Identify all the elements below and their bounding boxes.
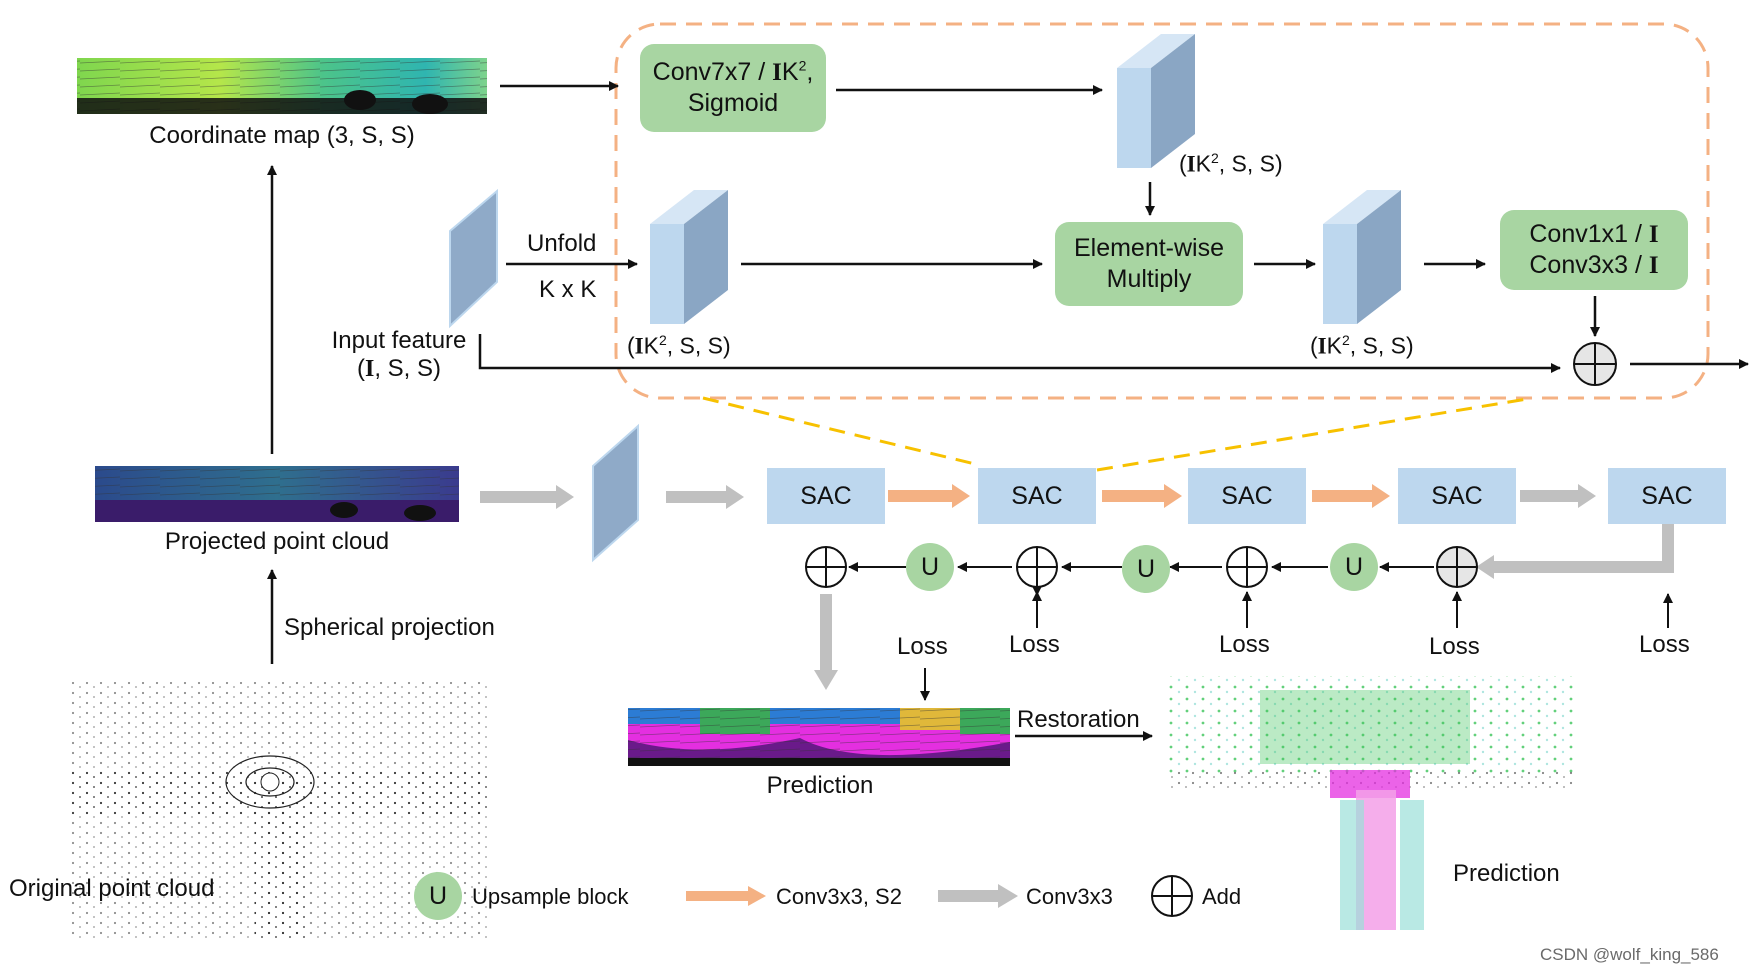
coordinate-map-label: Coordinate map (3, S, S)	[149, 122, 415, 149]
loss-label-3: Loss	[1219, 631, 1270, 658]
sac-block-1: SAC	[767, 468, 885, 524]
attention-dims-label: (IK2, S, S)	[1179, 150, 1283, 177]
sac-block-3: SAC	[1188, 468, 1306, 524]
decoder-add-1	[805, 546, 847, 588]
unfolded-dims-label: (IK2, S, S)	[627, 332, 731, 359]
conv7-channel-symbol: I	[772, 58, 782, 86]
unfolded-feature-block	[650, 190, 728, 324]
legend-gray-label: Conv3x3	[1026, 884, 1113, 909]
conv3x3-line: Conv3x3 / I	[1529, 251, 1659, 279]
prediction-point-cloud-image	[1168, 676, 1576, 930]
prediction-cloud-label: Prediction	[1453, 860, 1560, 887]
conv7-comma: ,	[806, 57, 814, 86]
upsample-block-2: U	[1122, 545, 1170, 593]
input-feature-text: Input feature	[331, 327, 467, 354]
watermark: CSDN @wolf_king_586	[1540, 945, 1719, 964]
prediction-strip-label: Prediction	[766, 772, 874, 799]
upsample-block-3: U	[1330, 543, 1378, 591]
decoder-add-3	[1226, 546, 1268, 588]
input-feature-label: Input feature (I, S, S)	[314, 327, 484, 383]
legend-add-label: Add	[1202, 884, 1242, 909]
dashed-link-right	[1096, 396, 1534, 472]
loss-label-2: Loss	[1009, 631, 1060, 658]
pipeline-feature-block	[592, 423, 639, 563]
prediction-strip-image	[628, 708, 1010, 766]
conv7x7-sigmoid-box: Conv7x7 / IK2, Sigmoid	[640, 44, 826, 132]
elementwise-multiply-box: Element-wise Multiply	[1055, 222, 1243, 306]
restoration-label: Restoration	[1017, 706, 1140, 733]
conv7-sup: 2	[798, 57, 807, 74]
sac-block-2: SAC	[978, 468, 1096, 524]
unfold-label: Unfold	[527, 230, 597, 257]
input-feature-dims: (I, S, S)	[356, 354, 442, 382]
module-add-symbol	[1573, 342, 1617, 386]
conv7-text: Conv7x7 /	[652, 57, 773, 86]
weighted-feature-block	[1323, 190, 1401, 324]
loss-label-5: Loss	[1639, 631, 1690, 658]
attention-weights-block	[1117, 34, 1195, 168]
decoder-add-4	[1436, 546, 1478, 588]
original-point-cloud-label: Original point cloud	[9, 875, 215, 902]
loss-label-1: Loss	[897, 633, 948, 660]
legend-upsample-icon: U	[414, 872, 462, 920]
sac-block-4: SAC	[1398, 468, 1516, 524]
kxk-label: K x K	[539, 276, 597, 303]
legend-orange-label: Conv3x3, S2	[776, 884, 902, 909]
legend-add-symbol	[1151, 875, 1193, 917]
elementwise-line1: Element-wise	[1073, 233, 1225, 262]
spherical-projection-label: Spherical projection	[284, 614, 495, 641]
sac-module-border	[614, 22, 1710, 400]
conv1x1-conv3x3-box: Conv1x1 / I Conv3x3 / I	[1500, 210, 1688, 290]
loss-label-4: Loss	[1429, 633, 1480, 660]
sac-block-5: SAC	[1608, 468, 1726, 524]
input-feature-block	[449, 188, 498, 329]
projected-point-cloud-label: Projected point cloud	[164, 528, 390, 555]
upsample-block-1: U	[906, 543, 954, 591]
decoder-add-2	[1016, 546, 1058, 588]
dashed-link-left	[702, 396, 976, 466]
conv1x1-line: Conv1x1 / I	[1529, 219, 1659, 248]
sigmoid-text: Sigmoid	[687, 89, 779, 117]
elementwise-line2: Multiply	[1106, 265, 1192, 293]
conv7-k: K	[781, 57, 799, 86]
legend-upsample-label: Upsample block	[472, 884, 629, 909]
weighted-dims-label: (IK2, S, S)	[1310, 332, 1414, 359]
